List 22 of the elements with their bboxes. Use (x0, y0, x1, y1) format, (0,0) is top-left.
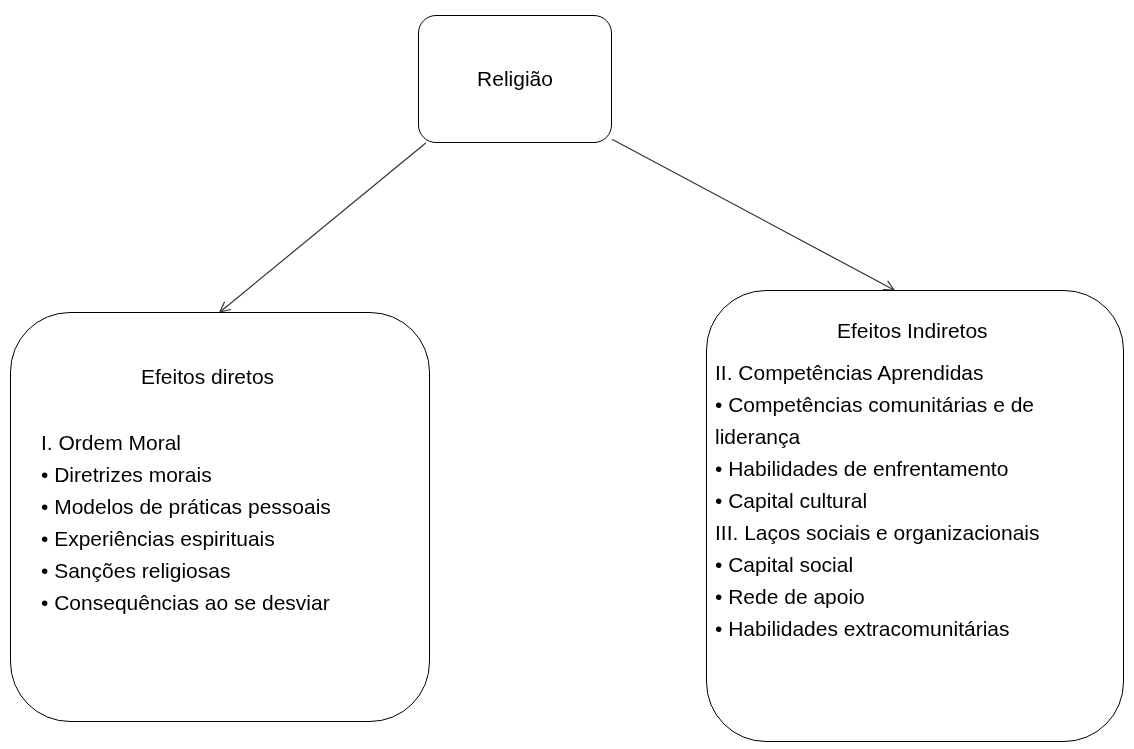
list-item: • Capital social (715, 552, 855, 578)
list-item: • Diretrizes morais (41, 462, 213, 488)
panel-heading: Religião (477, 66, 553, 92)
list-item: • Sanções religiosas (41, 558, 232, 584)
list-item: II. Competências Aprendidas (715, 360, 985, 386)
rounded-box (418, 15, 612, 143)
list-item: • Experiências espirituais (41, 526, 276, 552)
list-item: • Consequências ao se desviar (41, 590, 331, 616)
rounded-panel (10, 312, 430, 722)
list-item: • Habilidades extracomunitárias (715, 616, 1011, 642)
arrow (611, 138, 895, 291)
list-item: • Capital cultural (715, 488, 869, 514)
list-item: • Modelos de práticas pessoais (41, 494, 332, 520)
list-item: I. Ordem Moral (41, 430, 183, 456)
list-item: • Habilidades de enfrentamento (715, 456, 1010, 482)
rounded-panel (706, 290, 1124, 742)
arrow (219, 142, 427, 313)
list-item: • Competências comunitárias e de liderança (715, 392, 1035, 450)
panel-heading: Efeitos diretos (140, 364, 276, 390)
list-item: • Rede de apoio (715, 584, 866, 610)
list-item: III. Laços sociais e organizacionais (715, 520, 1041, 546)
panel-heading: Efeitos Indiretos (836, 318, 989, 344)
